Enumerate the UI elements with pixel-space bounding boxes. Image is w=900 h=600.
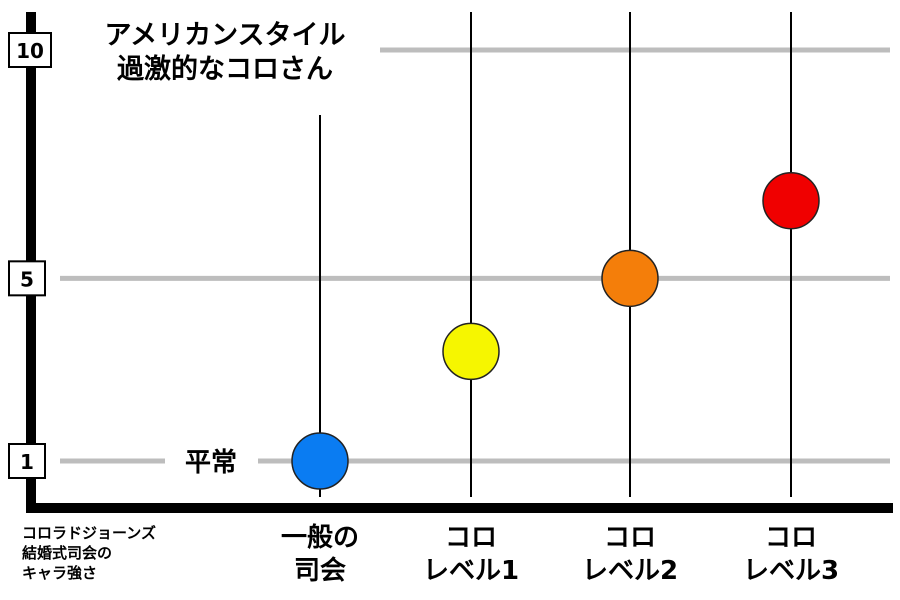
category-label-4-line-1: コロ: [765, 523, 817, 553]
y-tick-box-5: [8, 260, 46, 297]
annotation-label: 平常: [185, 448, 237, 478]
category-label-2-line-1: コロ: [445, 523, 497, 553]
category-label-4-line-2: レベル3: [743, 556, 839, 586]
y-tick-label-1: 1: [20, 450, 34, 474]
y-tick-box-1: [8, 443, 46, 479]
x-axis-label-line-3: キャラ強さ: [22, 564, 97, 582]
y-tick-box-10: [8, 32, 52, 68]
y-tick-label-10: 10: [16, 39, 44, 63]
data-point-2: [442, 322, 500, 381]
category-label-3-line-2: レベル2: [582, 556, 678, 586]
data-point-1: [291, 432, 349, 490]
data-point-3: [601, 249, 659, 308]
chart-title-line-1: アメリカンスタイル: [104, 20, 345, 51]
x-axis-label-line-1: コロラドジョーンズ: [22, 524, 156, 542]
category-label-1-line-2: 司会: [294, 556, 346, 586]
chart-title-line-2: 過激的なコロさん: [117, 53, 333, 85]
data-point-4: [762, 171, 820, 230]
category-label-2-line-2: レベル1: [423, 556, 519, 586]
x-axis-label-line-2: 結婚式司会の: [22, 544, 112, 562]
y-tick-label-5: 5: [20, 267, 34, 291]
category-label-1-line-1: 一般の: [281, 523, 359, 553]
category-label-3-line-1: コロ: [604, 523, 656, 553]
